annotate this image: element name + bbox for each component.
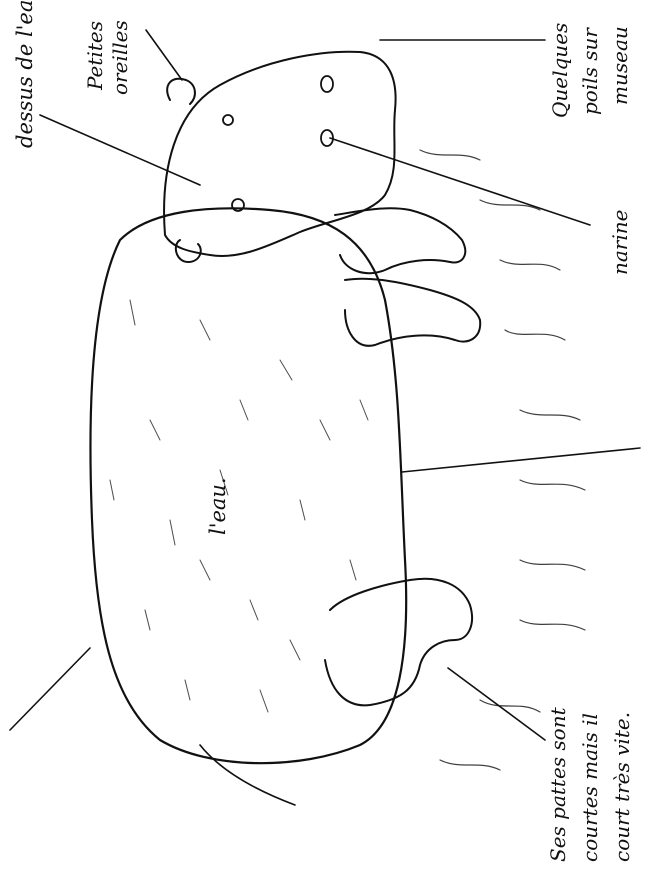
label-dessus-eau: dessus de l'eau. [15,0,36,148]
leader-line-body [402,448,640,472]
label-legs-line1: Ses pattes sont [548,707,568,862]
label-legs-line2: courtes mais il [580,713,600,862]
front-leg-1 [335,208,465,273]
ear-top [167,79,195,104]
leader-line-legs [448,668,545,740]
leader-line-nostril [330,138,590,225]
label-whiskers-line2: poils sur [580,28,600,115]
leader-line-dessus [40,115,200,185]
label-ears-line1: Petites [85,21,105,90]
body-hatching [110,300,368,712]
label-eau: l'eau. [208,477,229,535]
water-ripples [420,150,585,770]
leader-line-back [10,648,90,730]
hippo-body [90,208,406,763]
label-ears-line2: oreilles [110,20,130,95]
nostril-1 [321,76,333,92]
label-whiskers-line1: Quelques [550,23,570,118]
front-leg-2 [345,279,480,346]
label-whiskers-line3: museau [610,26,630,105]
leader-line-ears [146,30,182,80]
eye-1 [223,115,233,125]
label-legs-line3: court très vite. [612,712,632,862]
tail [200,745,295,805]
hippo-head [164,52,396,256]
label-nostril: narine [610,210,630,275]
